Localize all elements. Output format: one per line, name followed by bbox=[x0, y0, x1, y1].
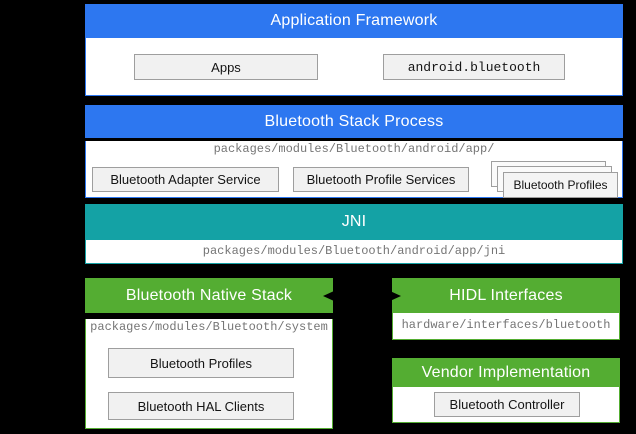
bluetooth-stack-process-path: packages/modules/Bluetooth/android/app/ bbox=[213, 142, 495, 156]
hidl-interfaces-title: HIDL Interfaces bbox=[449, 286, 563, 304]
section-hidl-interfaces: HIDL Interfaces hardware/interfaces/blue… bbox=[392, 278, 620, 340]
bluetooth-adapter-service-box: Bluetooth Adapter Service bbox=[92, 167, 279, 192]
bluetooth-profile-services-box: Bluetooth Profile Services bbox=[293, 167, 469, 192]
bluetooth-profiles-stack: Bluetooth Profiles bbox=[491, 161, 618, 198]
bluetooth-stack-process-header: Bluetooth Stack Process bbox=[85, 105, 623, 138]
bluetooth-native-stack-header: Bluetooth Native Stack bbox=[85, 278, 333, 313]
section-bluetooth-stack-process: Bluetooth Stack Process packages/modules… bbox=[85, 105, 623, 198]
vendor-implementation-header: Vendor Implementation bbox=[392, 358, 620, 387]
apps-box: Apps bbox=[134, 54, 318, 80]
bluetooth-native-stack-body: packages/modules/Bluetooth/system Blueto… bbox=[85, 319, 333, 429]
vendor-implementation-body: Bluetooth Controller bbox=[392, 387, 620, 423]
hidl-interfaces-path: hardware/interfaces/bluetooth bbox=[401, 318, 611, 332]
hidl-interfaces-header: HIDL Interfaces bbox=[392, 278, 620, 313]
double-headed-arrow-icon bbox=[323, 291, 401, 301]
section-application-framework: Application Framework Apps android.bluet… bbox=[85, 4, 623, 96]
jni-body: packages/modules/Bluetooth/android/app/j… bbox=[85, 240, 623, 264]
jni-path: packages/modules/Bluetooth/android/app/j… bbox=[202, 244, 506, 258]
vendor-implementation-title: Vendor Implementation bbox=[421, 363, 591, 381]
jni-header: JNI bbox=[85, 204, 623, 240]
bluetooth-native-stack-title: Bluetooth Native Stack bbox=[125, 286, 293, 304]
bluetooth-stack-process-title: Bluetooth Stack Process bbox=[264, 112, 444, 130]
bluetooth-hal-clients-box: Bluetooth HAL Clients bbox=[108, 392, 294, 420]
section-jni: JNI packages/modules/Bluetooth/android/a… bbox=[85, 204, 623, 264]
jni-title: JNI bbox=[341, 213, 367, 230]
section-vendor-implementation: Vendor Implementation Bluetooth Controll… bbox=[392, 358, 620, 423]
application-framework-title: Application Framework bbox=[270, 12, 438, 29]
section-bluetooth-native-stack: Bluetooth Native Stack packages/modules/… bbox=[85, 278, 333, 429]
bluetooth-controller-box: Bluetooth Controller bbox=[434, 392, 580, 417]
bluetooth-stack-process-body: packages/modules/Bluetooth/android/app/ … bbox=[85, 141, 623, 198]
bluetooth-profiles-stack-box: Bluetooth Profiles bbox=[503, 172, 618, 198]
application-framework-body: Apps android.bluetooth bbox=[85, 38, 623, 96]
native-bluetooth-profiles-box: Bluetooth Profiles bbox=[108, 348, 294, 378]
hidl-interfaces-body: hardware/interfaces/bluetooth bbox=[392, 313, 620, 340]
bluetooth-native-stack-path: packages/modules/Bluetooth/system bbox=[90, 320, 328, 334]
android-bluetooth-box: android.bluetooth bbox=[383, 54, 565, 80]
application-framework-header: Application Framework bbox=[85, 4, 623, 38]
